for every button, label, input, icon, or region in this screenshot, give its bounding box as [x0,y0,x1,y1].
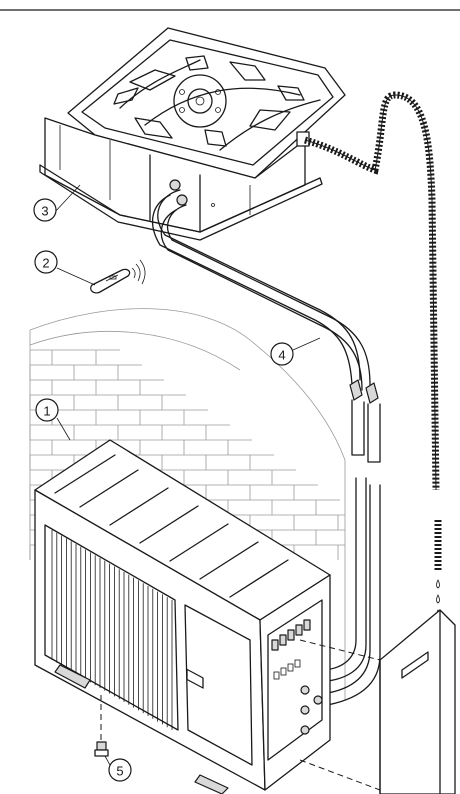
terminal-slot [294,659,301,668]
cassette-indoor-unit [39,27,346,241]
terminal-screw [279,634,287,646]
remote-control [90,259,146,294]
drain-elbow [94,695,109,757]
refrigerant-pipes [151,189,381,707]
callout-5: 5 [108,758,132,782]
callout-4: 4 [270,342,294,366]
terminal-screw [287,629,295,641]
terminal-screw [303,619,311,631]
callout-leader-1 [56,417,71,441]
callout-4-label: 4 [278,348,285,363]
terminal-slot [273,671,280,680]
callout-2-label: 2 [42,256,49,271]
drain-hose [304,91,442,619]
terminal-slot [287,663,294,672]
callout-leader-4 [292,337,321,351]
callout-3-label: 3 [41,204,48,219]
callout-leader-2 [56,267,96,286]
terminal-slot [280,667,287,676]
callout-2: 2 [34,250,58,274]
terminal-screw [295,624,303,636]
callout-5-label: 5 [116,764,123,779]
callout-leader-3 [53,184,81,214]
callout-1-label: 1 [43,404,50,419]
callout-3: 3 [33,198,57,222]
callout-1: 1 [35,398,59,422]
terminal-screw [271,639,279,651]
accessory-bag [299,609,456,794]
callout-leader-5 [104,755,111,766]
outdoor-unit [34,439,331,794]
